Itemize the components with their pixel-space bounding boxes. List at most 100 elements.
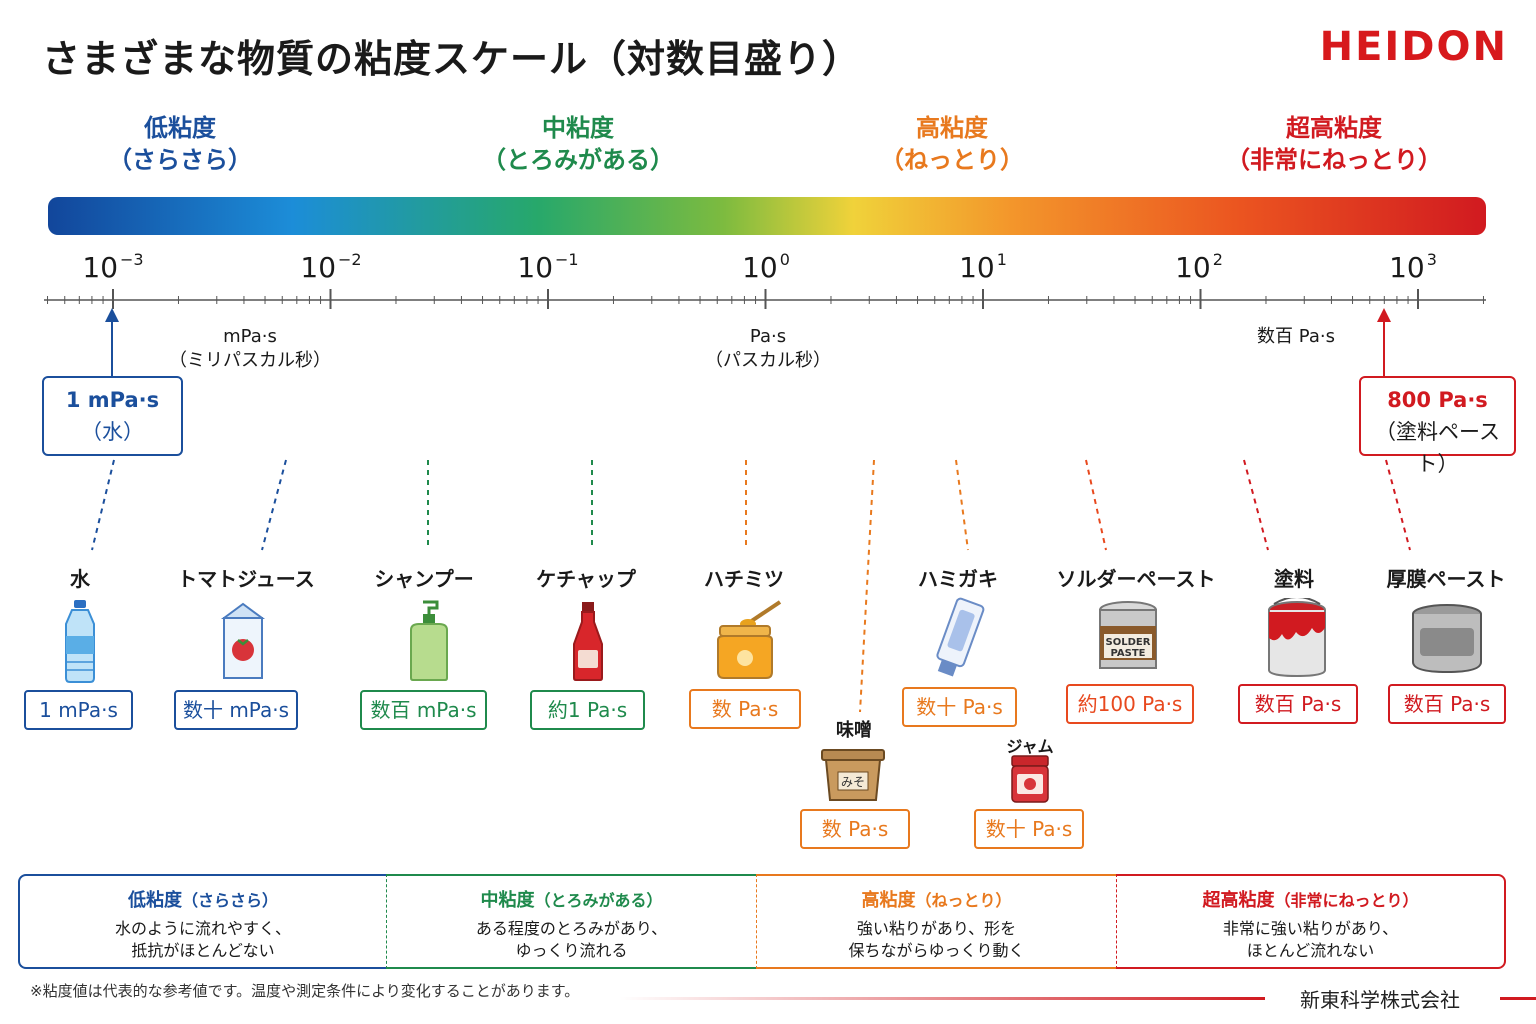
viscosity-gradient-bar [48, 197, 1486, 235]
tick-exponent: −2 [338, 250, 362, 269]
axis-ticks [47, 289, 1484, 309]
category-high: 高粘度 （ねっとり） [802, 112, 1102, 176]
legend-desc-line1: 非常に強い粘りがあり、 [1222, 919, 1399, 938]
legend-title-ultra: 超高粘度（非常にねっとり） [1117, 886, 1504, 912]
legend-title-high: 高粘度（ねっとり） [757, 886, 1116, 912]
company-name: 新東科学株式会社 [1300, 988, 1460, 1012]
shampoo-bottle-icon [410, 600, 448, 681]
legend-desc-low: 水のように流れやすく、 抵抗がほとんどない [20, 918, 386, 962]
legend-title-text: 高粘度 [861, 890, 916, 911]
item-name-tomato-juice: トマトジュース [177, 567, 315, 591]
unit-note-pas: Pa·s （パスカル秒） [668, 325, 868, 373]
category-high-name: 高粘度 [916, 114, 988, 142]
high-callout-value: 800 Pa·s [1387, 388, 1488, 412]
connector-paint [1243, 459, 1269, 551]
tick-exponent: −3 [120, 250, 144, 269]
item-name-shampoo: シャンプー [374, 567, 474, 591]
category-low-name: 低粘度 [144, 114, 216, 142]
value-box-jam: 数十 Pa·s [974, 809, 1084, 849]
solder-paste-jar-icon: SOLDER PASTE [1099, 601, 1157, 669]
legend-desc-line2: 抵抗がほとんどない [131, 941, 275, 960]
category-low: 低粘度 （さらさら） [30, 112, 330, 176]
legend-title-sub: （さらさら） [181, 891, 278, 910]
unit-note-hundreds-pas: 数百 Pa·s [1196, 325, 1396, 349]
connector-toothpaste [955, 459, 969, 551]
value-box-solder-paste: 約100 Pa·s [1066, 684, 1194, 724]
paste-container-icon [1412, 604, 1482, 674]
item-name-toothpaste: ハミガキ [918, 567, 998, 591]
log-axis [44, 289, 1486, 309]
tick-base: 10 [959, 251, 995, 284]
connector-miso [859, 459, 875, 713]
unit-note-line2: （ミリパスカル秒） [169, 350, 331, 371]
legend-title-sub: （非常にねっとり） [1274, 891, 1419, 910]
tick-exponent: 2 [1212, 250, 1223, 269]
legend-desc-line2: ほとんど流れない [1246, 941, 1375, 960]
legend-desc-line1: ある程度のとろみがあり、 [475, 919, 668, 938]
legend-title-text: 中粘度 [480, 890, 535, 911]
tick-base: 10 [82, 251, 119, 284]
unit-note-line2: （パスカル秒） [705, 350, 831, 371]
legend-title-mid: 中粘度（とろみがある） [387, 886, 756, 912]
item-name-ketchup: ケチャップ [536, 567, 636, 591]
low-callout-value: 1 mPa·s [65, 388, 160, 412]
legend-panel-high: 高粘度（ねっとり） 強い粘りがあり、形を 保ちながらゆっくり動く [756, 874, 1116, 969]
high-arrow-head [1377, 308, 1391, 322]
connector-water [91, 459, 115, 551]
tick-exponent: 0 [779, 250, 790, 269]
category-low-sub: （さらさら） [108, 146, 252, 174]
item-name-miso: 味噌 [836, 720, 872, 741]
unit-note-line1: Pa·s [749, 326, 787, 347]
item-name-thick-paste: 厚膜ペースト [1386, 567, 1506, 591]
low-arrow-head [105, 308, 119, 322]
tick-base: 10 [1175, 251, 1211, 284]
juice-carton-icon [220, 602, 266, 679]
value-box-toothpaste: 数十 Pa·s [902, 687, 1017, 727]
tick-base: 10 [742, 251, 778, 284]
water-bottle-icon [65, 600, 95, 683]
legend-title-low: 低粘度（さらさら） [20, 886, 386, 912]
item-name-honey: ハチミツ [704, 567, 784, 591]
value-box-shampoo: 数百 mPa·s [360, 690, 487, 730]
tick-exponent: 3 [1426, 250, 1437, 269]
value-box-miso: 数 Pa·s [800, 809, 910, 849]
solder-paste-label-text-2: PASTE [1110, 648, 1145, 659]
category-ultra: 超高粘度 （非常にねっとり） [1184, 112, 1484, 176]
tick-label-1e-2: 10−2 [286, 250, 376, 284]
item-name-jam: ジャム [1006, 737, 1054, 756]
category-mid-name: 中粘度 [542, 114, 614, 142]
solder-paste-label-text: SOLDER [1106, 637, 1151, 648]
miso-label-text: みそ [841, 775, 865, 789]
value-box-water: 1 mPa·s [24, 690, 133, 730]
category-mid-sub: （とろみがある） [482, 146, 674, 174]
connector-solder [1085, 459, 1107, 551]
low-callout: 1 mPa·s （水） [42, 376, 183, 456]
value-box-tomato-juice: 数十 mPa·s [174, 690, 298, 730]
category-ultra-sub: （非常にねっとり） [1226, 146, 1442, 174]
category-ultra-name: 超高粘度 [1286, 114, 1382, 142]
legend-desc-mid: ある程度のとろみがあり、 ゆっくり流れる [387, 918, 756, 962]
unit-note-line1: 数百 Pa·s [1257, 326, 1335, 347]
toothpaste-tube-icon [936, 597, 985, 677]
tick-label-1e-1: 10−1 [503, 250, 593, 284]
item-name-paint: 塗料 [1274, 567, 1314, 591]
high-callout: 800 Pa·s （塗料ペースト） [1359, 376, 1516, 476]
tick-base: 10 [517, 251, 554, 284]
category-high-sub: （ねっとり） [880, 146, 1024, 174]
legend-title-text: 低粘度 [127, 890, 182, 911]
value-box-honey: 数 Pa·s [689, 689, 801, 729]
tick-exponent: −1 [555, 250, 579, 269]
connector-tomato [261, 459, 287, 551]
legend-desc-line2: ゆっくり流れる [515, 941, 628, 960]
honey-jar-icon [717, 600, 782, 679]
unit-note-line1: mPa·s [223, 326, 277, 347]
footer-rule [620, 997, 1536, 1000]
unit-note-mpas: mPa·s （ミリパスカル秒） [150, 325, 350, 373]
page-title: さまざまな物質の粘度スケール（対数目盛り） [42, 37, 862, 81]
legend-desc-high: 強い粘りがあり、形を 保ちながらゆっくり動く [757, 918, 1116, 962]
